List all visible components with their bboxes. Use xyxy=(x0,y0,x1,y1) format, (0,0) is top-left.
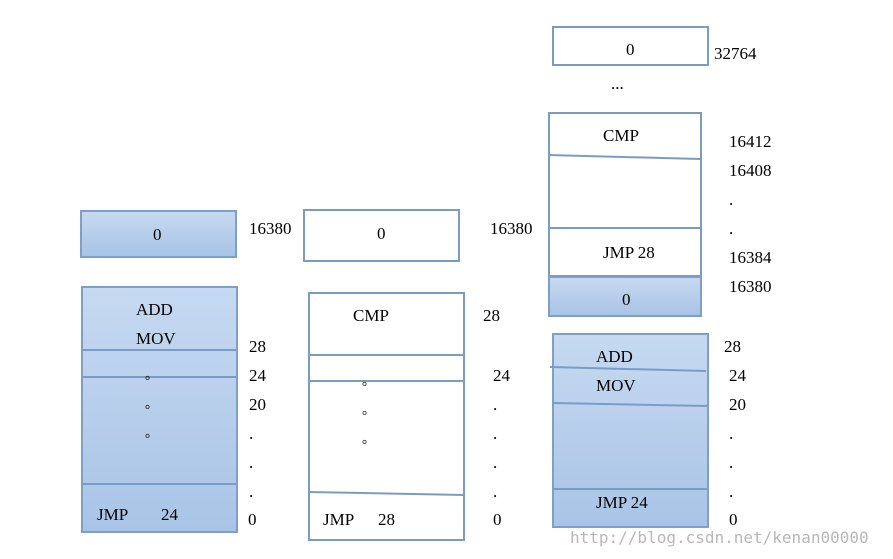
right-top-box-value: 0 xyxy=(626,40,635,59)
left-dot-3: 。 xyxy=(145,425,159,440)
middle-top-box xyxy=(303,209,460,262)
left-addr-20: 20 xyxy=(249,395,266,414)
left-divider-3 xyxy=(82,483,236,485)
right-cmp: CMP xyxy=(603,126,639,145)
middle-addr-0: 0 xyxy=(493,510,502,529)
middle-addr-dot-3: . xyxy=(493,453,498,472)
middle-memory-block xyxy=(308,292,465,541)
left-top-address: 16380 xyxy=(249,219,292,238)
right-addr-dot-b: . xyxy=(729,219,734,238)
middle-addr-24: 24 xyxy=(493,366,510,385)
right-top-box xyxy=(552,26,709,66)
middle-addr-dot-4: . xyxy=(493,482,498,501)
right-lower-addr-0: 0 xyxy=(729,510,738,529)
middle-top-address: 16380 xyxy=(490,219,533,238)
right-addr-16380: 16380 xyxy=(729,277,772,296)
right-addr-dot-a: . xyxy=(729,190,734,209)
right-zero-value: 0 xyxy=(622,290,631,309)
middle-jmp-arg: 28 xyxy=(378,510,395,529)
right-addr-16412: 16412 xyxy=(729,132,772,151)
left-addr-28: 28 xyxy=(249,337,266,356)
middle-jmp: JMP xyxy=(323,510,355,529)
left-top-box xyxy=(80,210,237,258)
left-dot-2: 。 xyxy=(145,396,159,411)
middle-dot-3: 。 xyxy=(362,431,376,446)
right-top-address: 32764 xyxy=(714,44,757,63)
right-lower-block xyxy=(552,333,709,528)
right-jmp-28: JMP 28 xyxy=(603,243,655,262)
right-addr-16384: 16384 xyxy=(729,248,772,267)
middle-dot-2: 。 xyxy=(362,402,376,417)
middle-instr-cmp-address: 28 xyxy=(483,306,500,325)
right-upper-block xyxy=(548,112,702,277)
middle-addr-dot-2: . xyxy=(493,424,498,443)
middle-top-box-value: 0 xyxy=(377,224,386,243)
right-lower-addr-dot-2: . xyxy=(729,453,734,472)
left-dot-1: 。 xyxy=(145,367,159,382)
middle-dot-1: 。 xyxy=(362,373,376,388)
left-divider-1 xyxy=(82,349,236,351)
left-addr-0: 0 xyxy=(248,510,257,529)
left-addr-dot-2: . xyxy=(249,453,254,472)
right-lower-addr-24: 24 xyxy=(729,366,746,385)
watermark: http://blog.csdn.net/kenan00000 xyxy=(570,528,869,547)
left-addr-dot-1: . xyxy=(249,424,254,443)
right-lower-slanted-divider-1 xyxy=(549,366,707,372)
right-zero-box xyxy=(548,276,702,317)
right-lower-divider xyxy=(553,488,707,490)
middle-addr-dot-1: . xyxy=(493,395,498,414)
middle-instr-cmp: CMP xyxy=(353,306,389,325)
middle-divider-2 xyxy=(309,380,463,382)
right-upper-slanted-divider xyxy=(547,154,701,160)
right-mov: MOV xyxy=(596,376,636,395)
right-jmp-24: JMP 24 xyxy=(596,493,648,512)
middle-divider-1 xyxy=(309,354,463,356)
left-divider-2 xyxy=(82,376,236,378)
right-lower-addr-dot-3: . xyxy=(729,482,734,501)
right-addr-16408: 16408 xyxy=(729,161,772,180)
right-lower-addr-28: 28 xyxy=(724,337,741,356)
left-addr-24: 24 xyxy=(249,366,266,385)
left-memory-block xyxy=(81,286,238,533)
left-addr-dot-3: . xyxy=(249,482,254,501)
left-jmp: JMP xyxy=(97,505,129,524)
left-jmp-arg: 24 xyxy=(161,505,178,524)
right-lower-slanted-divider-2 xyxy=(552,402,709,407)
left-top-box-value: 0 xyxy=(153,225,162,244)
left-instr-mov: MOV xyxy=(136,329,176,348)
right-upper-divider xyxy=(549,227,700,229)
right-lower-addr-dot-1: . xyxy=(729,424,734,443)
left-instr-add: ADD xyxy=(136,300,173,319)
middle-slanted-divider xyxy=(308,491,466,496)
right-ellipsis: ... xyxy=(611,74,624,93)
right-add: ADD xyxy=(596,347,633,366)
right-lower-addr-20: 20 xyxy=(729,395,746,414)
